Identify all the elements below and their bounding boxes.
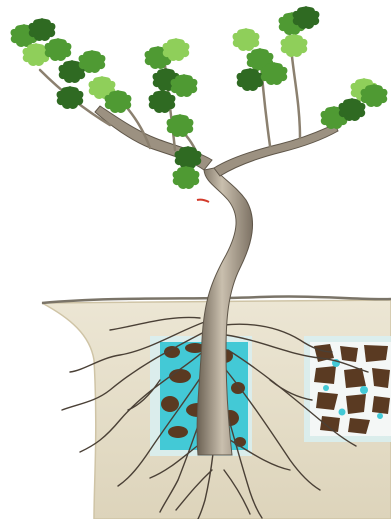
- vine-foliage: [11, 6, 388, 189]
- soil-texture-panel-right: [304, 336, 391, 442]
